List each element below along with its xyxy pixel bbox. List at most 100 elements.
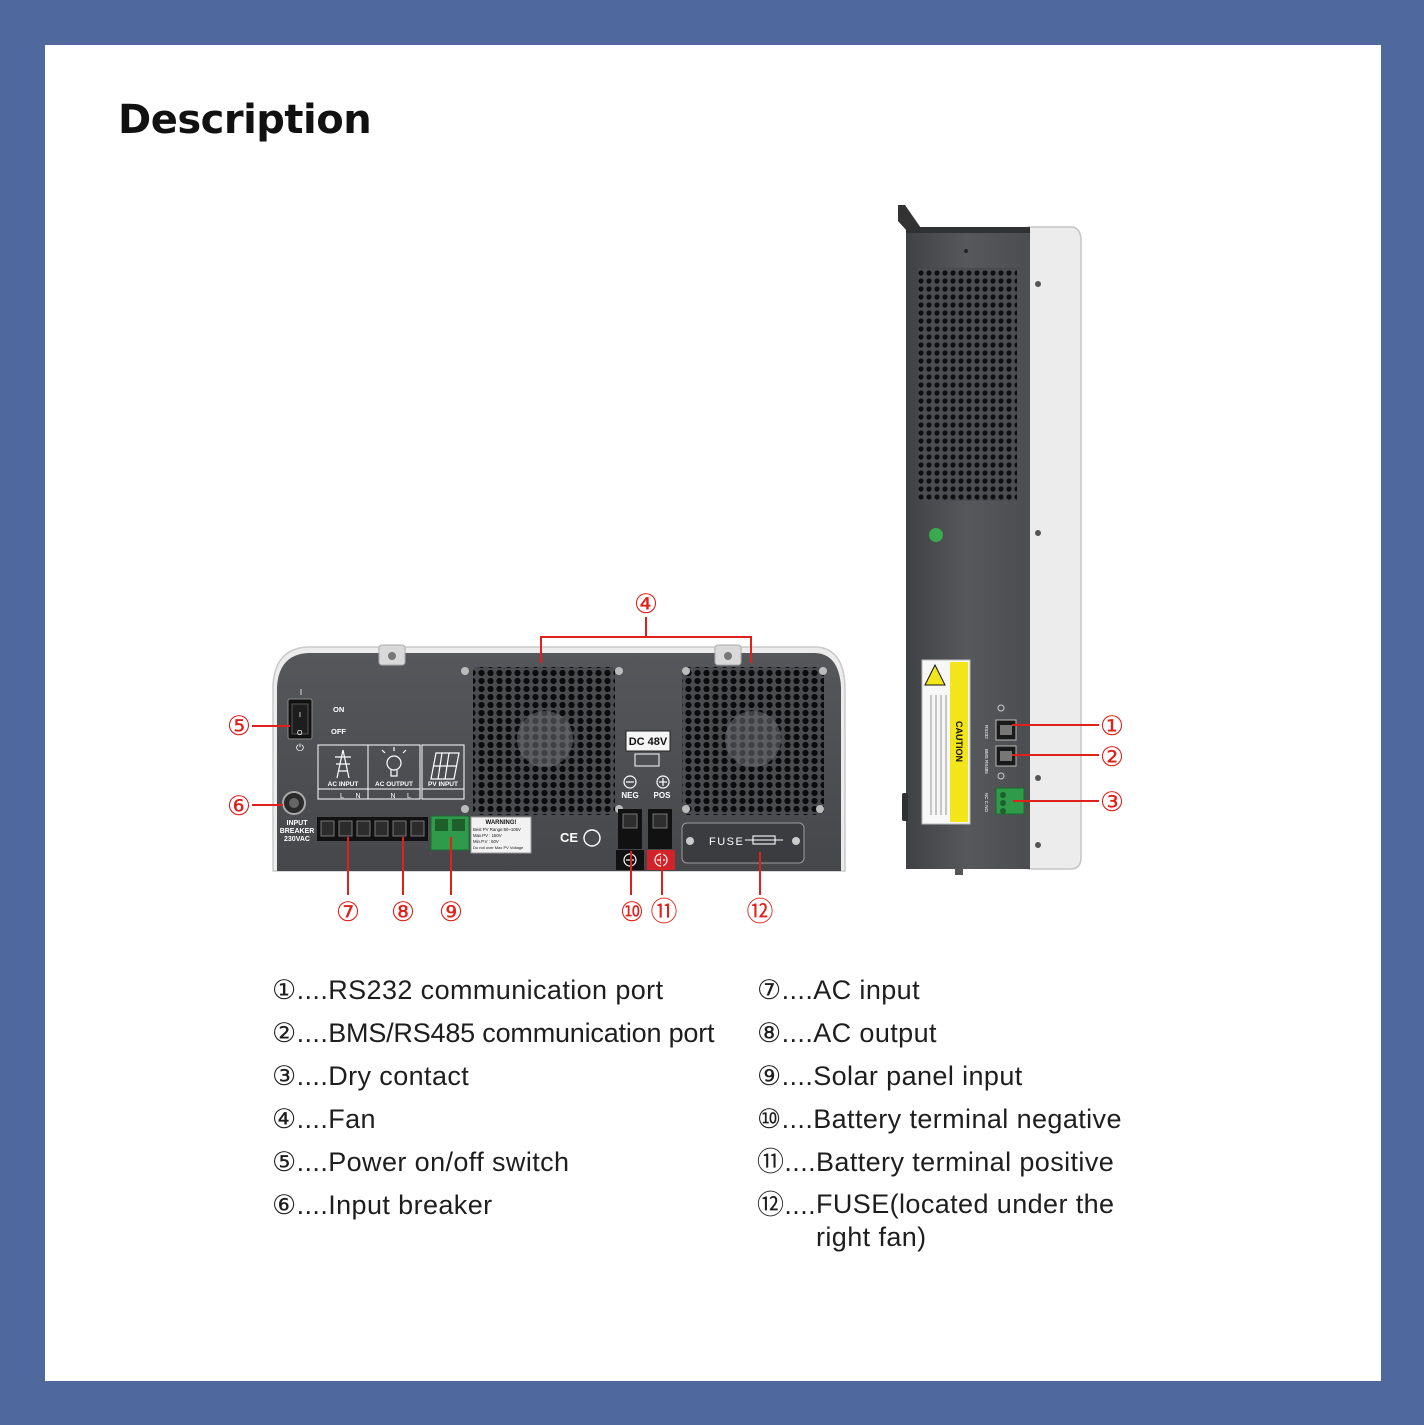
pv-input-label: PV INPUT xyxy=(428,781,458,788)
legend-number: ⑦ xyxy=(757,975,782,1005)
pv-warning-label: WARNING! Best PV Range:60~105V Max.PV : … xyxy=(470,816,532,854)
legend-item: ②....BMS/RS485 communication port xyxy=(272,1018,714,1048)
front-view: I ON OFF I O ⏻ INPUT BREAKER 230VAC xyxy=(272,644,846,872)
callout-3: ③ xyxy=(1100,787,1124,817)
legend-label: RS232 communication port xyxy=(328,975,664,1005)
pos-label: POS xyxy=(654,791,672,800)
callout-10: ⑩ xyxy=(620,897,644,927)
legend-dots: .... xyxy=(781,1104,814,1134)
legend-label: Battery terminal positive xyxy=(816,1147,1115,1177)
legend-label: Fan xyxy=(328,1104,376,1134)
legend-dots: .... xyxy=(781,1061,814,1091)
legend-number: ③ xyxy=(272,1061,297,1091)
ac-input-n: N xyxy=(355,793,360,800)
legend-item: ①....RS232 communication port xyxy=(272,975,663,1005)
status-indicator-icon xyxy=(929,528,943,542)
lightbulb-icon xyxy=(381,747,407,777)
solar-panel-icon xyxy=(430,752,460,780)
side-view: CAUTION RS232 BMS RS485 NC C NO xyxy=(898,205,1082,875)
inverter-diagram: I ON OFF I O ⏻ INPUT BREAKER 230VAC xyxy=(227,205,1124,927)
certification-icon xyxy=(583,829,601,847)
switch-mark-i: I xyxy=(299,712,301,719)
ac-output-l: L xyxy=(407,793,411,800)
callout-1: ① xyxy=(1100,711,1124,741)
page-title: Description xyxy=(118,97,372,143)
breaker-label-2: BREAKER xyxy=(280,828,315,835)
caution-text: CAUTION xyxy=(954,721,964,762)
terminal-labels xyxy=(317,744,465,800)
switch-on-label: ON xyxy=(333,705,344,714)
side-vent-grille xyxy=(918,268,1017,501)
legend-label: Input breaker xyxy=(328,1190,493,1220)
legend-label: AC input xyxy=(813,975,920,1005)
legend-item: ⑩....Battery terminal negative xyxy=(757,1104,1122,1134)
callout-numbers: ④ ⑤ ⑥ ① ② ③ ⑦ ⑧ ⑨ ⑩ ⑪ ⑫ xyxy=(227,589,1124,927)
ac-input-label: AC INPUT xyxy=(328,781,359,788)
legend-item: ⑨....Solar panel input xyxy=(757,1061,1023,1091)
legend-dots: .... xyxy=(296,1018,329,1048)
legend-dots: .... xyxy=(784,1190,817,1220)
legend-label: Battery terminal negative xyxy=(813,1104,1122,1134)
battery-icon xyxy=(634,753,660,767)
legend-right: ⑦....AC input ⑧....AC output ⑨....Solar … xyxy=(757,975,1177,1275)
legend-item: ③....Dry contact xyxy=(272,1061,469,1091)
legend-number: ④ xyxy=(272,1104,297,1134)
callout-2: ② xyxy=(1100,742,1124,772)
callout-9: ⑨ xyxy=(439,897,463,927)
legend-dots: .... xyxy=(296,1147,329,1177)
warning-title: WARNING! xyxy=(486,820,517,826)
breaker-label-1: INPUT xyxy=(287,820,309,827)
legend-number: ⑧ xyxy=(757,1018,782,1048)
power-symbol-icon: ⏻ xyxy=(296,743,304,754)
legend-dots: .... xyxy=(296,975,329,1005)
rs232-port-label: RS232 xyxy=(984,725,989,739)
legend-label: Power on/off switch xyxy=(328,1147,570,1177)
switch-mark-o: O xyxy=(297,730,303,737)
caution-label: CAUTION xyxy=(921,659,971,825)
legend-dots: .... xyxy=(781,1018,814,1048)
legend-number: ① xyxy=(272,975,297,1005)
legend-item: ⑧....AC output xyxy=(757,1018,937,1048)
bms-port-label: BMS RS485 xyxy=(984,749,989,774)
legend-item: ⑫....FUSE(located under the right fan) xyxy=(757,1189,1116,1254)
warning-line-1: Best PV Range:60~105V xyxy=(473,827,521,832)
legend-left: ①....RS232 communication port ②....BMS/R… xyxy=(272,975,742,1235)
ac-output-n: N xyxy=(390,793,395,800)
legend-number: ⑨ xyxy=(757,1061,782,1091)
callout-7: ⑦ xyxy=(336,897,360,927)
legend-number: ⑥ xyxy=(272,1190,297,1220)
fuse-cover xyxy=(681,822,805,864)
callout-12: ⑫ xyxy=(747,897,774,927)
switch-off-label: OFF xyxy=(331,727,346,736)
ac-terminal-block xyxy=(317,817,428,841)
callout-lines xyxy=(252,617,1099,895)
legend-number: ⑫ xyxy=(757,1190,785,1220)
legend-label: FUSE(located under the right fan) xyxy=(816,1189,1115,1252)
legend-number: ⑪ xyxy=(757,1147,785,1177)
legend-item: ⑪....Battery terminal positive xyxy=(757,1147,1114,1177)
legend-number: ⑩ xyxy=(757,1104,782,1134)
dc-voltage-label: DC 48V xyxy=(629,736,668,748)
legend-label: BMS/RS485 communication port xyxy=(328,1018,715,1048)
legend-dots: .... xyxy=(296,1190,329,1220)
fuse-label: FUSE xyxy=(709,836,744,848)
legend-item: ⑤....Power on/off switch xyxy=(272,1147,569,1177)
legend-number: ② xyxy=(272,1018,297,1048)
transmission-tower-icon xyxy=(335,749,351,779)
legend-dots: .... xyxy=(784,1147,817,1177)
neg-label: NEG xyxy=(621,791,638,800)
ce-mark-icon: CE xyxy=(560,830,578,845)
dry-contact-label: NC C NO xyxy=(984,793,989,812)
callout-6: ⑥ xyxy=(227,791,251,821)
warning-line-2: Max.PV : 150V xyxy=(473,833,502,838)
ac-output-label: AC OUTPUT xyxy=(375,781,413,788)
callout-8: ⑧ xyxy=(391,897,415,927)
callout-4: ④ xyxy=(634,589,658,619)
callout-5: ⑤ xyxy=(227,711,251,741)
callout-11: ⑪ xyxy=(651,897,678,927)
warning-line-4: Do not over Max PV Voltage xyxy=(473,845,524,850)
breaker-label-3: 230VAC xyxy=(284,836,310,843)
fuse-icon xyxy=(745,835,783,845)
legend-item: ⑦....AC input xyxy=(757,975,920,1005)
legend-label: Solar panel input xyxy=(813,1061,1023,1091)
